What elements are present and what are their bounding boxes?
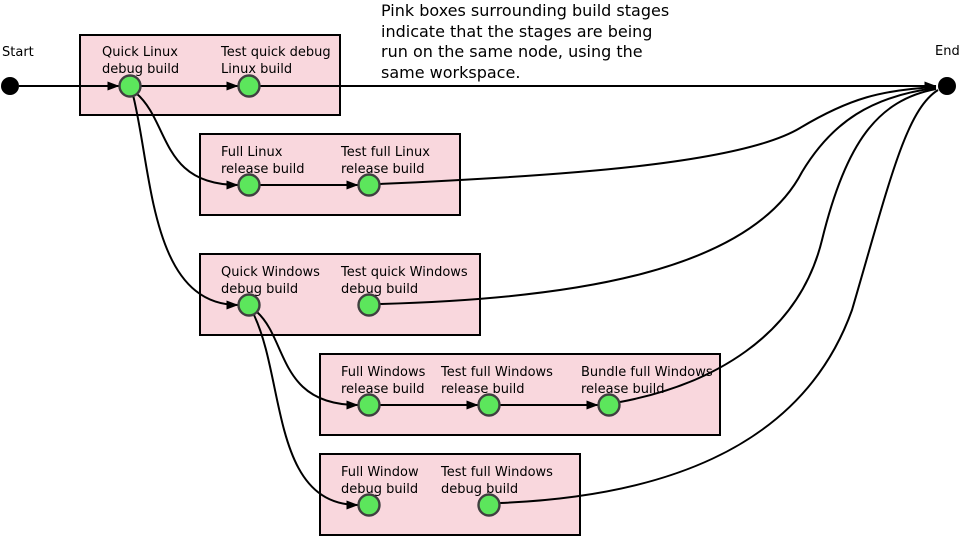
stage-node-full-linux-release bbox=[237, 173, 261, 197]
stage-node-full-windows-release bbox=[357, 393, 381, 417]
end-node bbox=[938, 77, 956, 95]
same-node-box-full-linux bbox=[199, 133, 461, 216]
edge-quick-windows-debug-to-full-windows-release bbox=[256, 311, 359, 410]
stage-label-bundle-full-windows-release: Bundle full Windows release build bbox=[581, 365, 713, 397]
same-node-box-full-window-debug bbox=[319, 453, 581, 536]
annotation-text: Pink boxes surrounding build stages indi… bbox=[381, 1, 670, 82]
stage-label-test-quick-windows-debug: Test quick Windows debug build bbox=[341, 265, 468, 297]
stage-node-quick-windows-debug bbox=[237, 293, 261, 317]
edge-quick-windows-debug-to-full-window-debug bbox=[253, 314, 359, 510]
edge-bundle-to-end bbox=[619, 88, 937, 403]
stage-label-test-full-windows-release: Test full Windows release build bbox=[441, 365, 553, 397]
stage-node-full-window-debug bbox=[357, 493, 381, 517]
stage-label-test-full-windows-debug: Test full Windows debug build bbox=[441, 465, 553, 497]
edge-quick-linux-debug-to-quick-windows-debug bbox=[132, 94, 239, 310]
stage-node-test-full-windows-release bbox=[477, 393, 501, 417]
stage-node-bundle-full-windows-release bbox=[597, 393, 621, 417]
edge-test-full-windows-debug-to-end bbox=[499, 89, 939, 504]
stage-node-quick-linux-debug bbox=[118, 74, 142, 98]
stage-label-quick-linux-debug: Quick Linux debug build bbox=[102, 45, 180, 77]
start-label: Start bbox=[2, 45, 34, 60]
same-node-box-quick-linux bbox=[79, 34, 341, 116]
start-node bbox=[1, 77, 19, 95]
stage-label-full-window-debug: Full Window debug build bbox=[341, 465, 419, 497]
stage-label-full-windows-release: Full Windows release build bbox=[341, 365, 426, 397]
stage-label-full-linux-release: Full Linux release build bbox=[221, 145, 305, 177]
stage-node-test-quick-debug-linux bbox=[237, 74, 261, 98]
edge-test-full-linux-to-end bbox=[378, 86, 937, 185]
stage-label-test-quick-debug-linux: Test quick debug Linux build bbox=[221, 45, 331, 77]
stage-label-quick-windows-debug: Quick Windows debug build bbox=[221, 265, 320, 297]
edge-quick-linux-debug-to-full-linux-release bbox=[135, 92, 239, 190]
stage-label-test-full-linux-release: Test full Linux release build bbox=[341, 145, 430, 177]
edge-test-quick-windows-to-end bbox=[378, 87, 937, 305]
stage-node-test-full-windows-debug bbox=[477, 493, 501, 517]
stage-node-test-full-linux-release bbox=[357, 173, 381, 197]
stage-node-test-quick-windows-debug bbox=[357, 293, 381, 317]
end-label: End bbox=[935, 44, 960, 59]
